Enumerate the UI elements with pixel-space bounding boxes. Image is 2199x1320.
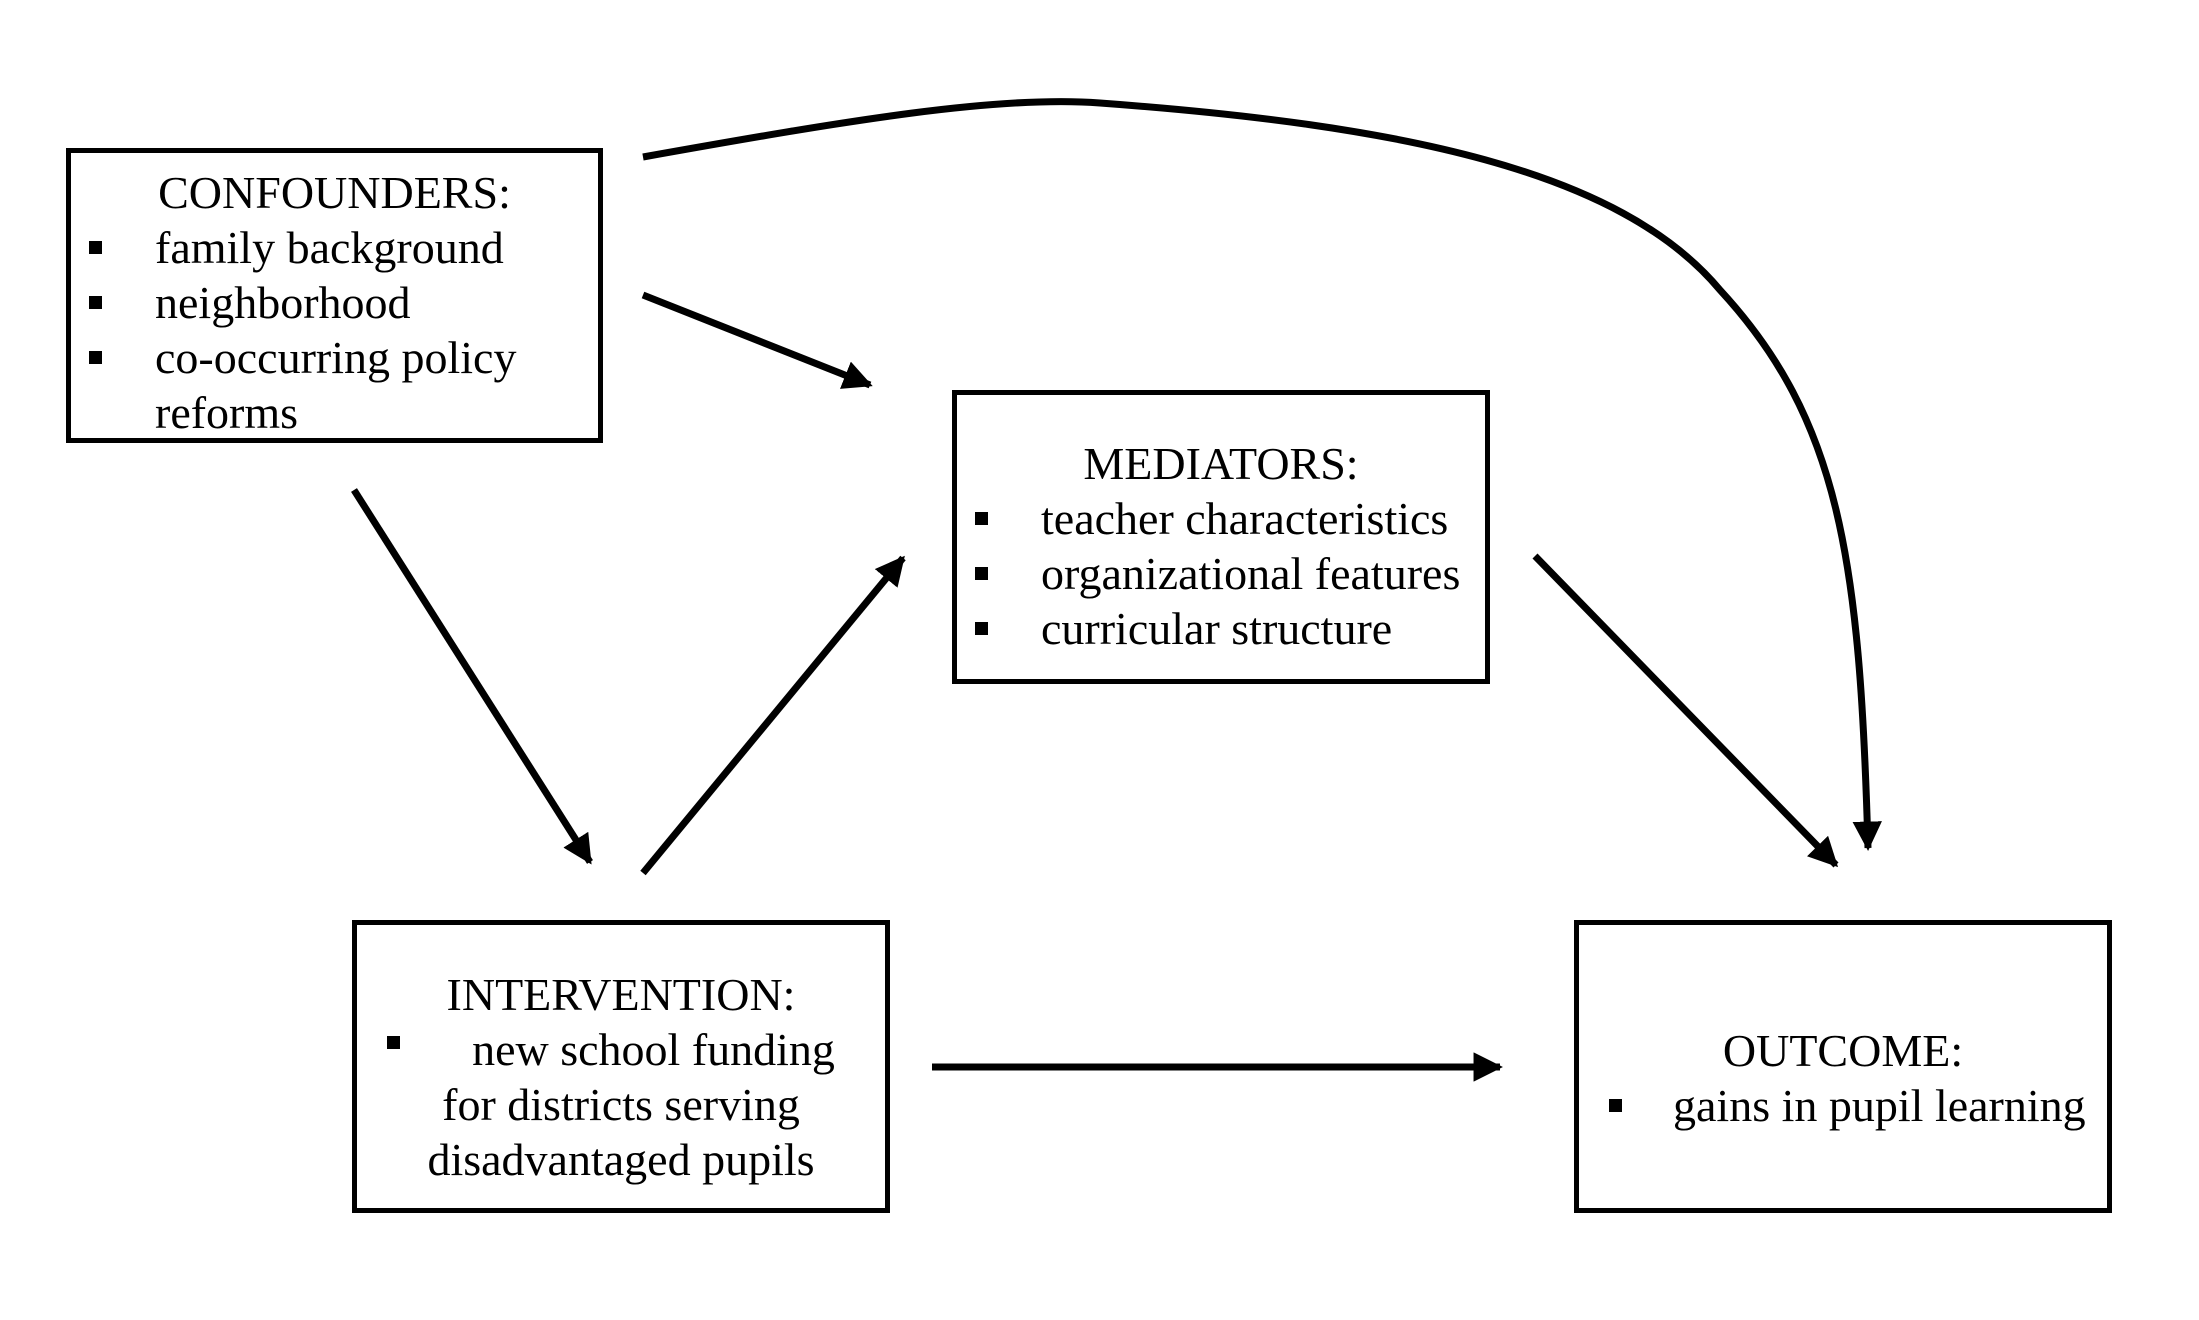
square-bullet-icon — [89, 296, 102, 309]
list-item-continuation: reforms — [71, 385, 598, 440]
edge-confounders-to-intervention — [351, 488, 593, 865]
confounder-item-label: reforms — [155, 387, 299, 438]
list-item: teacher characteristics — [957, 491, 1485, 546]
list-item: gains in pupil learning — [1579, 1078, 2107, 1133]
outcome-box: OUTCOME: gains in pupil learning — [1574, 920, 2112, 1213]
confounders-list: family background neighborhood co-occurr… — [71, 220, 598, 440]
mediators-list: teacher characteristics organizational f… — [957, 491, 1485, 656]
list-item: neighborhood — [71, 275, 598, 330]
square-bullet-icon — [975, 622, 988, 635]
intervention-line: disadvantaged pupils — [427, 1134, 815, 1185]
mediator-item-label: organizational features — [1041, 548, 1461, 599]
intervention-line: for districts serving — [442, 1079, 800, 1130]
intervention-line: new school funding — [357, 1022, 885, 1077]
mediator-item-label: curricular structure — [1041, 603, 1393, 654]
square-bullet-icon — [89, 351, 102, 364]
outcome-item-label: gains in pupil learning — [1673, 1080, 2086, 1131]
intervention-line-label: new school funding — [472, 1024, 835, 1075]
outcome-title: OUTCOME: — [1722, 1025, 1964, 1076]
square-bullet-icon — [89, 241, 102, 254]
edge-confounders-to-outcome — [642, 98, 1882, 851]
edge-intervention-to-mediators — [640, 555, 906, 876]
confounder-item-label: co-occurring policy — [155, 332, 517, 383]
list-item: family background — [71, 220, 598, 275]
confounders-box: CONFOUNDERS: family background neighborh… — [66, 148, 603, 443]
mediator-item-label: teacher characteristics — [1041, 493, 1449, 544]
confounders-title: CONFOUNDERS: — [158, 167, 511, 218]
mediators-title: MEDIATORS: — [1083, 438, 1359, 489]
mediators-box: MEDIATORS: teacher characteristics organ… — [952, 390, 1490, 684]
edge-confounders-to-mediators — [641, 291, 873, 389]
square-bullet-icon — [1609, 1099, 1622, 1112]
square-bullet-icon — [975, 512, 988, 525]
confounder-item-label: family background — [155, 222, 504, 273]
intervention-title: INTERVENTION: — [446, 969, 796, 1020]
confounder-item-label: neighborhood — [155, 277, 411, 328]
list-item: co-occurring policy — [71, 330, 598, 385]
list-item: curricular structure — [957, 601, 1485, 656]
square-bullet-icon — [975, 567, 988, 580]
square-bullet-icon — [387, 1035, 401, 1049]
edge-mediators-to-outcome — [1532, 553, 1839, 868]
list-item: organizational features — [957, 546, 1485, 601]
intervention-box: INTERVENTION: new school funding for dis… — [352, 920, 890, 1213]
